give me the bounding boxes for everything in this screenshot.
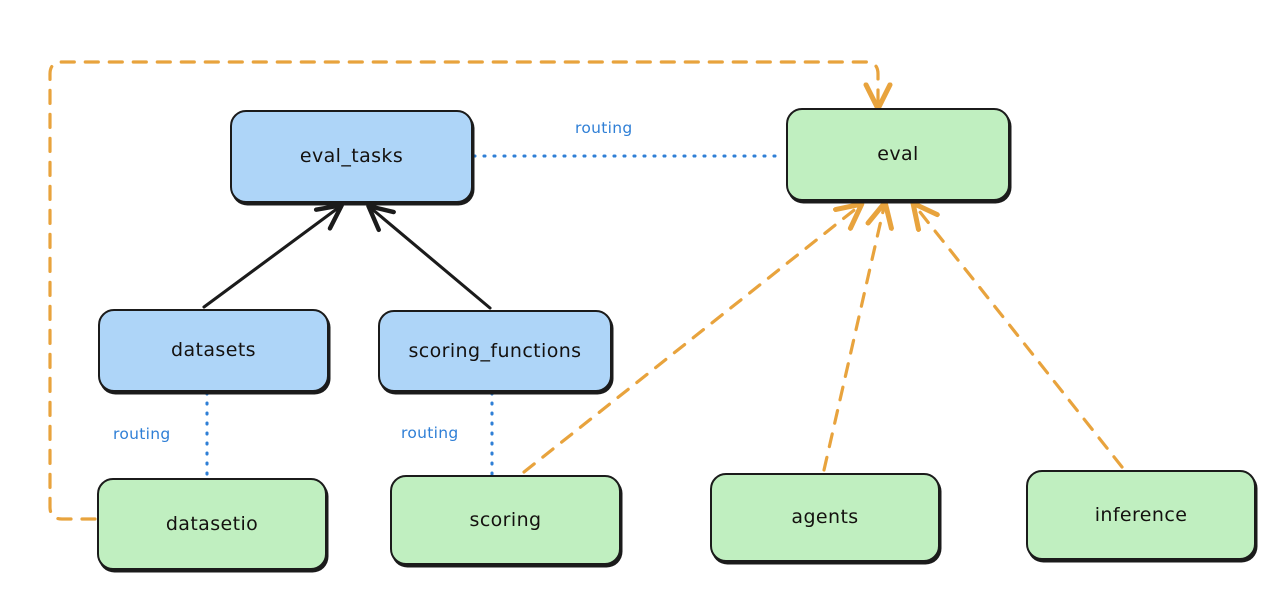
node-scoring-functions[interactable]: scoring_functions	[378, 310, 612, 392]
node-agents[interactable]: agents	[710, 473, 940, 562]
node-inference[interactable]: inference	[1026, 470, 1256, 560]
node-datasetio[interactable]: datasetio	[97, 478, 327, 570]
node-label: scoring_functions	[408, 339, 582, 362]
edge-label-routing-datasets: routing	[113, 425, 171, 443]
node-eval-tasks[interactable]: eval_tasks	[230, 110, 473, 203]
edge-agents-to-eval	[822, 207, 884, 472]
node-label: eval_tasks	[299, 145, 404, 168]
node-label: datasets	[171, 339, 256, 362]
node-datasets[interactable]: datasets	[98, 309, 329, 392]
node-label: eval	[877, 143, 919, 166]
edge-datasets-to-eval_tasks	[202, 203, 344, 309]
edge-scoring_functions-to-eval_tasks	[366, 203, 492, 310]
edge-inference-to-eval	[916, 207, 1124, 469]
edge-label-routing-scoring: routing	[401, 424, 459, 442]
node-label: agents	[791, 506, 859, 529]
edge-label-routing-eval: routing	[575, 119, 633, 137]
node-scoring[interactable]: scoring	[390, 475, 621, 565]
node-label: scoring	[469, 508, 542, 531]
node-label: inference	[1094, 503, 1188, 526]
node-eval[interactable]: eval	[786, 108, 1010, 201]
node-label: datasetio	[165, 512, 259, 535]
